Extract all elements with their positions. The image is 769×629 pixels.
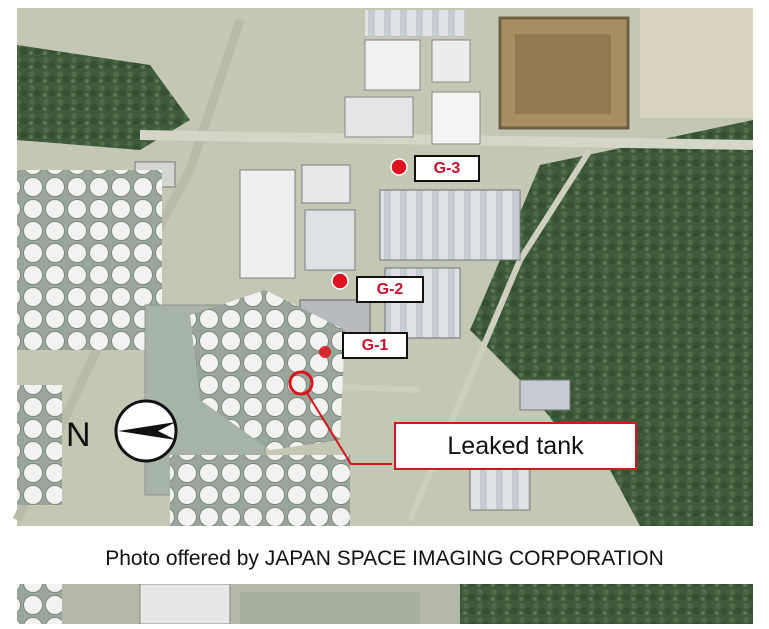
building (344, 96, 414, 138)
building (139, 583, 231, 625)
building-block (365, 10, 465, 36)
building (301, 164, 351, 204)
label-g3: G-3 (414, 155, 480, 182)
tank-farm (170, 455, 350, 526)
marker-g2 (331, 272, 349, 290)
building (431, 39, 471, 83)
tank-farm (17, 170, 162, 350)
photo-credit-caption: Photo offered by JAPAN SPACE IMAGING COR… (0, 534, 769, 584)
forest-area (460, 584, 753, 624)
tank-farm (17, 385, 62, 505)
label-g2: G-2 (356, 276, 424, 303)
pit-floor (515, 34, 611, 114)
leaked-tank-label: Leaked tank (394, 422, 637, 470)
building-block (469, 464, 531, 511)
leaked-tank-marker (288, 370, 314, 396)
tank-farm (190, 290, 345, 450)
building (304, 209, 356, 271)
forest-area (17, 45, 190, 150)
forest-area (470, 120, 753, 526)
field (240, 592, 420, 624)
building (519, 379, 571, 411)
sand-area (640, 8, 753, 118)
marker-g1 (319, 346, 331, 358)
tank-farm (17, 584, 62, 624)
building (364, 39, 421, 91)
leaked-tank-callout-line (306, 392, 392, 465)
building (239, 169, 296, 279)
north-arrow-pointer (118, 422, 176, 440)
marker-g3 (390, 158, 408, 176)
building-solar (379, 189, 521, 261)
label-g1: G-1 (342, 332, 408, 359)
building (431, 91, 481, 145)
north-label: N (66, 416, 91, 454)
